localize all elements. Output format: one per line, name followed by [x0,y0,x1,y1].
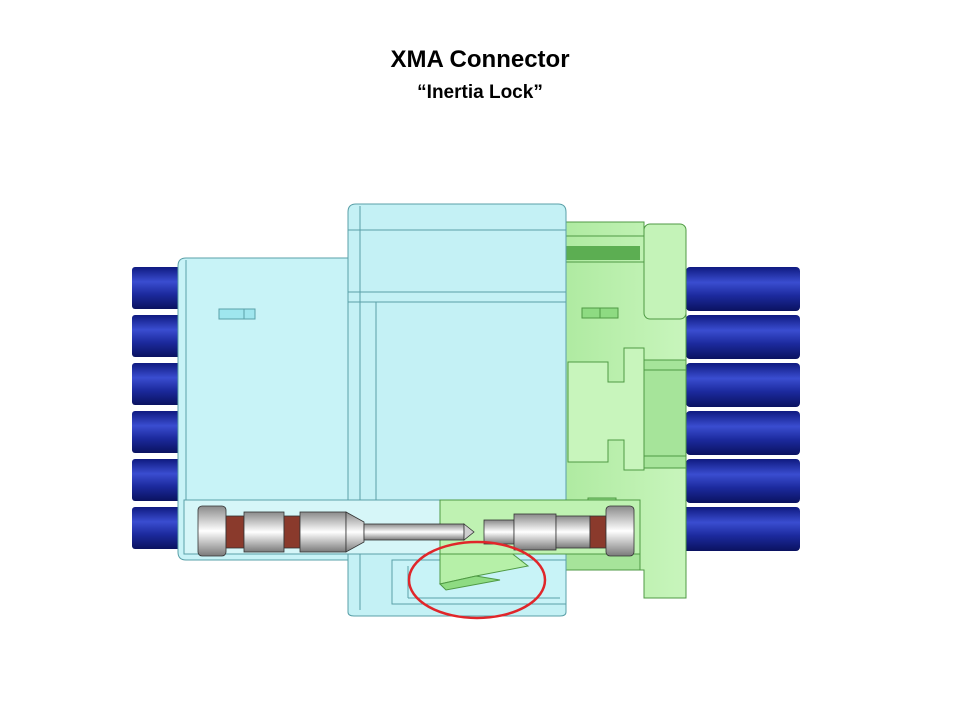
page-subtitle: “Inertia Lock” [417,82,543,103]
left-wire [132,315,184,357]
right-wire [686,267,800,311]
left-wire [132,267,184,309]
page-title: XMA Connector [390,46,570,73]
right-wire [686,459,800,503]
right-wire [686,411,800,455]
right-wire-bundle [636,267,800,551]
left-wire [132,459,184,501]
left-terminal [197,505,475,557]
highlight-circle [407,540,547,620]
right-wire [686,315,800,359]
right-terminal [483,505,635,557]
right-wire [686,363,800,407]
left-wire [132,363,184,405]
left-wire [132,411,184,453]
inertia-lock-latch [439,551,530,591]
